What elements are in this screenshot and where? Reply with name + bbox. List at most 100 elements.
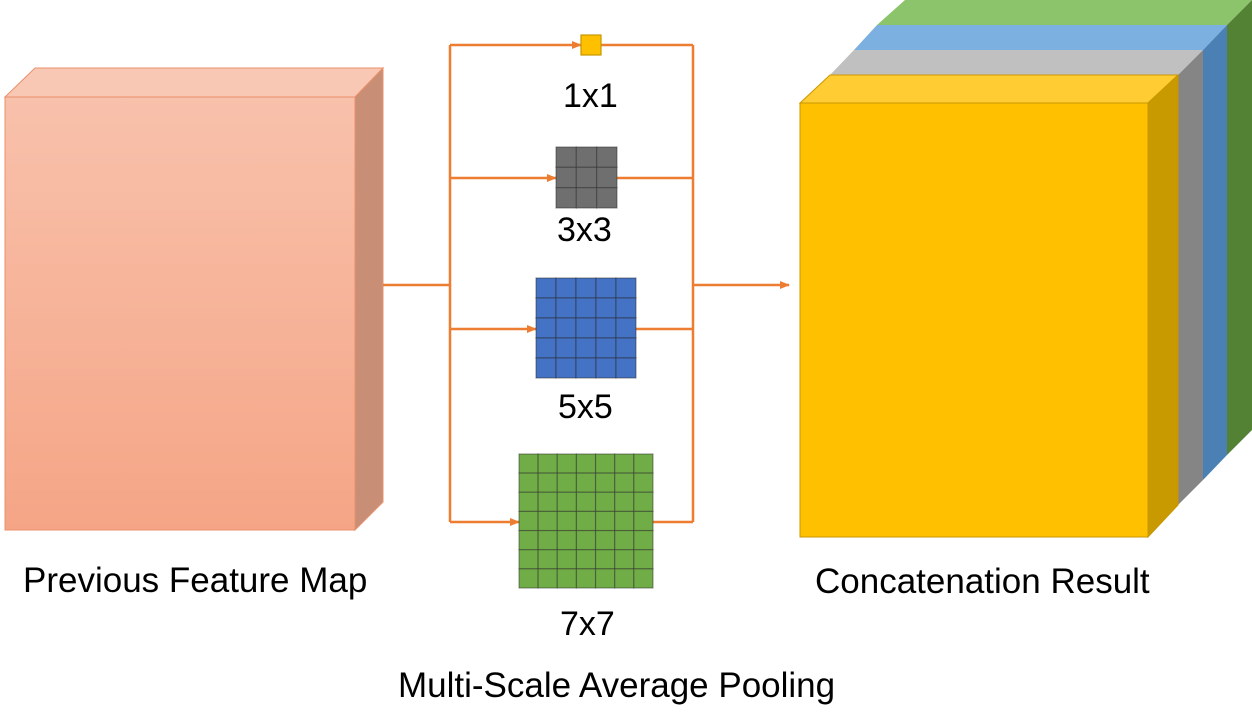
grid-cell	[535, 297, 557, 319]
grid-cell	[575, 317, 597, 339]
grid-cell	[535, 337, 557, 359]
concatenation-result	[798, 0, 1252, 539]
grid-cell	[614, 472, 635, 493]
grid-cell	[575, 297, 597, 319]
input-feature-map-front	[4, 96, 356, 531]
grid-cell	[595, 277, 617, 299]
grid-cell	[518, 472, 539, 493]
output-layer-yellow-front	[799, 102, 1149, 538]
grid-cell	[615, 337, 637, 359]
grid-cell	[555, 146, 577, 168]
grid-cell	[614, 453, 635, 474]
output-layer-yellow	[798, 73, 1180, 539]
grid-cell	[594, 453, 616, 474]
grid-cell	[555, 187, 577, 209]
grid-cell	[595, 297, 617, 319]
grid-cell	[594, 549, 616, 570]
output-layer-blue	[854, 25, 1227, 480]
grid-cell	[555, 337, 577, 359]
grid-cell	[633, 510, 654, 532]
grid-cell	[615, 297, 637, 319]
grid-cell	[580, 34, 602, 56]
grid-cell	[537, 568, 558, 589]
grid-cell	[594, 529, 616, 551]
grid-cell	[537, 529, 558, 551]
grid-cell	[518, 453, 539, 474]
output-layer-gray-side	[1178, 50, 1203, 505]
output-label: Concatenation Result	[815, 562, 1150, 601]
grid-cell	[575, 472, 597, 493]
pooling-grids	[518, 34, 654, 589]
grid-cell	[614, 529, 635, 551]
output-layer-green-top	[877, 0, 1252, 25]
grid-cell	[595, 357, 617, 379]
pooling-grid-1x1	[580, 34, 602, 56]
grid-cell	[633, 453, 654, 474]
grid-cell	[555, 277, 577, 299]
pooling-title: Multi-Scale Average Pooling	[398, 666, 835, 705]
grid-cell	[537, 472, 558, 493]
output-layer-yellow-side	[1147, 73, 1179, 539]
grid-cell	[594, 472, 616, 493]
grid-cell	[575, 491, 597, 513]
grid-cell	[615, 357, 637, 379]
output-layer-blue-top	[854, 25, 1227, 50]
input-feature-map-side	[354, 66, 384, 532]
branch-3x3-label: 3x3	[557, 211, 612, 249]
grid-cell	[614, 510, 635, 532]
grid-cell	[555, 317, 577, 339]
grid-cell	[595, 317, 617, 339]
output-layer-green-side	[1227, 0, 1252, 455]
grid-cell	[596, 166, 618, 189]
grid-cell	[518, 510, 539, 532]
input-label: Previous Feature Map	[23, 561, 367, 600]
grid-cell	[537, 549, 558, 570]
grid-cell	[535, 277, 557, 299]
grid-cell	[633, 568, 654, 589]
grid-cell	[633, 491, 654, 513]
pooling-grid-5x5	[535, 277, 637, 379]
grid-cell	[518, 529, 539, 551]
grid-cell	[556, 549, 578, 570]
grid-cell	[555, 297, 577, 319]
output-layer-gray-top	[830, 50, 1203, 75]
grid-cell	[575, 357, 597, 379]
output-layer-blue-side	[1203, 25, 1227, 480]
grid-cell	[595, 337, 617, 359]
grid-cell	[633, 472, 654, 493]
grid-cell	[575, 549, 597, 570]
grid-cell	[575, 568, 597, 589]
output-layer-yellow-top	[798, 74, 1180, 104]
input-feature-map	[3, 66, 385, 532]
grid-cell	[555, 357, 577, 379]
branch-5x5-label: 5x5	[558, 388, 613, 426]
grid-cell	[633, 529, 654, 551]
grid-cell	[575, 277, 597, 299]
grid-cell	[556, 472, 578, 493]
pooling-grid-3x3	[555, 146, 618, 209]
grid-cell	[594, 491, 616, 513]
output-layer-green	[877, 0, 1252, 455]
output-layer-gray	[830, 50, 1203, 505]
grid-cell	[594, 568, 616, 589]
grid-cell	[614, 549, 635, 570]
grid-cell	[575, 146, 598, 168]
grid-cell	[556, 453, 578, 474]
grid-cell	[615, 317, 637, 339]
grid-cell	[535, 317, 557, 339]
branch-7x7-label: 7x7	[560, 605, 615, 643]
grid-cell	[518, 549, 539, 570]
grid-cell	[518, 568, 539, 589]
grid-cell	[594, 510, 616, 532]
grid-cell	[575, 453, 597, 474]
grid-cell	[575, 337, 597, 359]
grid-cell	[556, 529, 578, 551]
grid-cell	[556, 568, 578, 589]
input-feature-map-top	[3, 67, 385, 98]
grid-cell	[556, 510, 578, 532]
grid-cell	[575, 166, 598, 189]
grid-cell	[518, 491, 539, 513]
grid-cell	[596, 187, 618, 209]
grid-cell	[556, 491, 578, 513]
